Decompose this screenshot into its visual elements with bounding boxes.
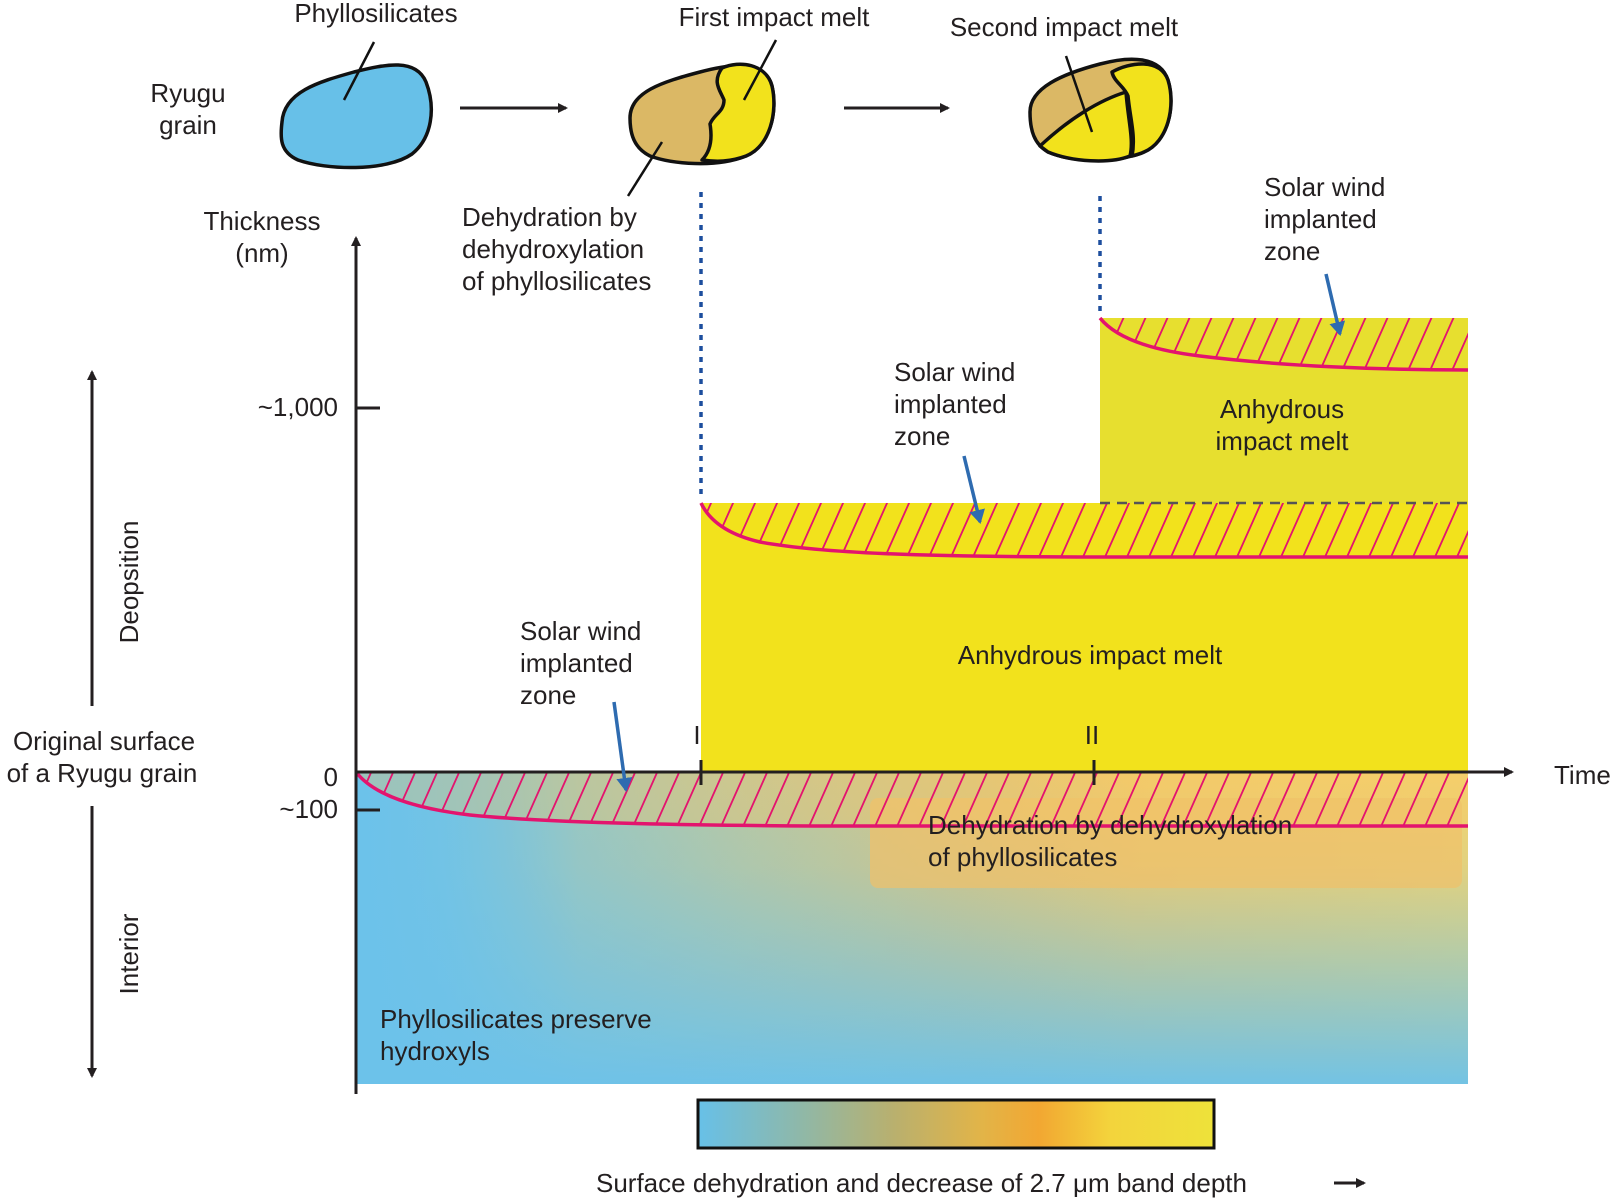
sw-zone-3-line3: zone <box>1264 236 1320 266</box>
sw-zone-2-line1: Solar wind <box>894 357 1015 387</box>
interior-label: Interior <box>114 913 144 994</box>
second-melt-grain <box>1028 55 1173 163</box>
colorbar <box>696 1098 1216 1150</box>
sw-zone-1-pointer <box>612 701 633 792</box>
melt-1-label: Anhydrous impact melt <box>958 640 1223 670</box>
sw-zone-2-pointer <box>962 455 985 524</box>
ryugu-label-line2: grain <box>159 110 217 140</box>
sw-zone-1-line3: zone <box>520 680 576 710</box>
deposition-label: Deopsition <box>114 521 144 644</box>
y-tick-1000-label: ~1,000 <box>258 392 338 422</box>
second-melt-label: Second impact melt <box>950 12 1179 42</box>
first-melt-label: First impact melt <box>679 2 870 32</box>
y-tick-0-label: 0 <box>324 762 338 792</box>
colorbar-caption: Surface dehydration and decrease of 2.7 … <box>596 1168 1247 1198</box>
y-axis-title-line1: Thickness <box>203 206 320 236</box>
sw-zone-2-line3: zone <box>894 421 950 451</box>
dehydration-label-line1: Dehydration by <box>462 202 637 232</box>
y-tick-neg100-label: ~100 <box>279 794 338 824</box>
sw-zone-3-line1: Solar wind <box>1264 172 1385 202</box>
sw-zone-3-pointer <box>1324 273 1346 336</box>
sw-zone-1-line1: Solar wind <box>520 616 641 646</box>
event-1-label: I <box>693 720 700 750</box>
x-axis-title: Time <box>1554 760 1611 790</box>
ryugu-grain <box>279 41 433 170</box>
sw-zone-1-line2: implanted <box>520 648 633 678</box>
solar-wind-zone-first-melt <box>699 502 1468 559</box>
original-surface-label-line2: of a Ryugu grain <box>7 758 198 788</box>
event-2-label: II <box>1085 720 1099 750</box>
ryugu-label-line1: Ryugu <box>150 78 225 108</box>
preserved-line1: Phyllosilicates preserve <box>380 1004 652 1034</box>
first-melt-grain <box>626 39 778 197</box>
melt-2-label-line2: impact melt <box>1216 426 1350 456</box>
solar-wind-zone-surface <box>354 770 1468 828</box>
solar-wind-zone-second-melt <box>1098 316 1469 372</box>
original-surface-label-line1: Original surface <box>13 726 195 756</box>
sw-zone-2-line2: implanted <box>894 389 1007 419</box>
dehydration-zone-line2: of phyllosilicates <box>928 842 1117 872</box>
y-axis-title-line2: (nm) <box>235 238 288 268</box>
dehydration-zone-line1: Dehydration by dehydroxylation <box>928 810 1292 840</box>
dehydration-label-line3: of phyllosilicates <box>462 266 651 296</box>
dehydration-label-line2: dehydroxylation <box>462 234 644 264</box>
melt-2-label-line1: Anhydrous <box>1220 394 1344 424</box>
phyllosilicates-label: Phyllosilicates <box>294 0 457 28</box>
sw-zone-3-line2: implanted <box>1264 204 1377 234</box>
preserved-line2: hydroxyls <box>380 1036 490 1066</box>
